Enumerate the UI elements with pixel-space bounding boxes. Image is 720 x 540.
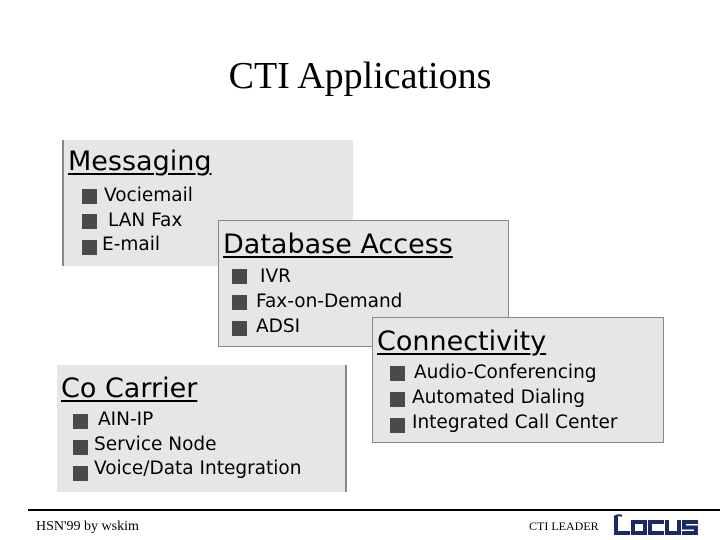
connectivity-box: Connectivity Audio-Conferencing Automate… bbox=[372, 317, 664, 443]
database-item-adsi: ADSI bbox=[256, 316, 301, 337]
square-bullet-icon bbox=[82, 214, 97, 229]
co-carrier-title: Co Carrier bbox=[61, 373, 198, 404]
slide-title: CTI Applications bbox=[228, 55, 492, 97]
messaging-title: Messaging bbox=[68, 146, 212, 177]
messaging-box: Messaging Vociemail LAN Fax E-mail bbox=[62, 140, 353, 266]
connectivity-item-integrated-call-center: Integrated Call Center bbox=[412, 412, 618, 433]
square-bullet-icon bbox=[82, 189, 97, 204]
footer-tagline: CTI LEADER bbox=[529, 519, 599, 533]
database-access-title: Database Access bbox=[223, 229, 453, 260]
locus-logo-icon bbox=[613, 514, 698, 535]
co-carrier-item-voice-data-integration: Voice/Data Integration bbox=[94, 458, 302, 479]
square-bullet-icon bbox=[232, 321, 247, 336]
co-carrier-box: Co Carrier AIN-IP Service Node Voice/Dat… bbox=[57, 365, 347, 492]
connectivity-item-audio-conferencing: Audio-Conferencing bbox=[414, 362, 597, 383]
square-bullet-icon bbox=[82, 240, 97, 255]
database-item-fax-on-demand: Fax-on-Demand bbox=[256, 291, 403, 312]
square-bullet-icon bbox=[73, 440, 88, 455]
square-bullet-icon bbox=[390, 392, 405, 407]
square-bullet-icon bbox=[232, 295, 247, 310]
messaging-item-voicemail: Vociemail bbox=[104, 185, 193, 206]
database-item-ivr: IVR bbox=[260, 266, 291, 287]
square-bullet-icon bbox=[232, 269, 247, 284]
square-bullet-icon bbox=[73, 466, 88, 481]
messaging-item-lan-fax: LAN Fax bbox=[108, 210, 183, 231]
footer-divider bbox=[28, 509, 720, 511]
square-bullet-icon bbox=[73, 414, 88, 429]
connectivity-title: Connectivity bbox=[377, 326, 547, 357]
co-carrier-item-ain-ip: AIN-IP bbox=[98, 409, 154, 430]
square-bullet-icon bbox=[390, 418, 405, 433]
co-carrier-item-service-node: Service Node bbox=[94, 434, 217, 455]
square-bullet-icon bbox=[390, 366, 405, 381]
connectivity-item-automated-dialing: Automated Dialing bbox=[412, 387, 586, 408]
messaging-item-email: E-mail bbox=[102, 234, 161, 255]
footer-author: HSN'99 by wskim bbox=[36, 519, 139, 534]
database-access-box: Database Access IVR Fax-on-Demand ADSI bbox=[218, 220, 509, 347]
